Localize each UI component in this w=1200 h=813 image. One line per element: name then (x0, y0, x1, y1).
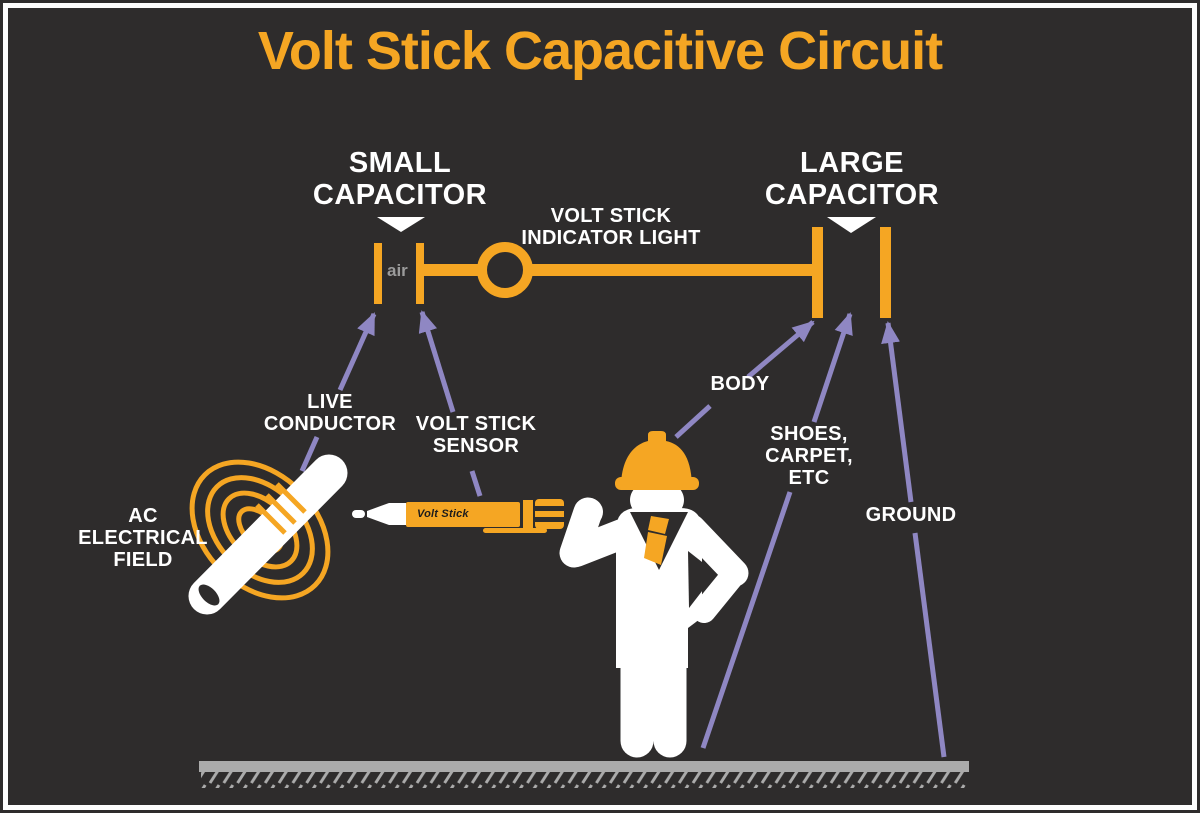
large-capacitor-label: LARGE CAPACITOR (764, 147, 940, 211)
pen-clip (483, 528, 547, 533)
wire-light-to-capacitor (531, 264, 813, 276)
pen-collar (523, 500, 533, 528)
upper-arm (561, 519, 637, 567)
body-label: BODY (710, 373, 770, 395)
volt-stick-sensor-label: VOLT STICK SENSOR (415, 413, 537, 457)
ground-hatching (201, 772, 967, 788)
tie-knot (648, 516, 669, 534)
live-conductor-label: LIVE CONDUCTOR (263, 391, 397, 435)
hip-forearm (692, 561, 747, 623)
arrow-body (674, 320, 815, 439)
live-conductor-graphic (188, 454, 348, 615)
pen-cap-stripe (535, 506, 564, 511)
arm-gap (688, 551, 716, 608)
ac-field-label: AC ELECTRICAL FIELD (78, 505, 208, 571)
capacitive-circuit (374, 217, 891, 318)
large-capacitor-left-plate (812, 227, 823, 318)
pen-barrel (389, 503, 406, 525)
wire-plate-to-light (423, 264, 478, 276)
small-capacitor-right-plate (416, 243, 424, 304)
ground-plane (199, 761, 969, 788)
arrow-shoes-carpet (700, 312, 853, 749)
worker-figure (559, 431, 749, 758)
pen-body (406, 502, 520, 527)
hard-hat-dome (621, 431, 692, 485)
shoes-carpet-label: SHOES, CARPET, ETC (765, 423, 853, 489)
pen-cap-stripe (535, 517, 564, 522)
pen-brand-label: Volt Stick (417, 508, 469, 520)
volt-stick-graphic (352, 499, 564, 533)
arrow-volt-stick-sensor (418, 310, 483, 497)
ground-bar (199, 761, 969, 772)
arrow-live-conductor (299, 312, 377, 473)
indicator-light-circle (477, 242, 533, 298)
small-capacitor-left-plate (374, 243, 382, 304)
air-dielectric-label: air (387, 261, 408, 280)
pen-tip (352, 510, 365, 518)
tie-blade (644, 532, 667, 565)
page-title: Volt Stick Capacitive Circuit (257, 21, 943, 81)
pipe-opening (198, 584, 220, 606)
field-rings-over-pipe (255, 482, 307, 535)
indicator-light-label: VOLT STICK INDICATOR LIGHT (521, 205, 701, 249)
hard-hat-brim (615, 477, 699, 490)
large-capacitor-pointer (827, 217, 876, 233)
small-capacitor-pointer (377, 217, 425, 232)
small-capacitor-label: SMALL CAPACITOR (312, 147, 488, 211)
large-capacitor-right-plate (880, 227, 891, 318)
conductor-pipe (188, 454, 348, 615)
arrow-ground (881, 321, 947, 758)
torso (616, 508, 702, 668)
pen-cap (535, 499, 564, 529)
ground-label: GROUND (865, 504, 957, 526)
pen-cone (367, 503, 389, 525)
